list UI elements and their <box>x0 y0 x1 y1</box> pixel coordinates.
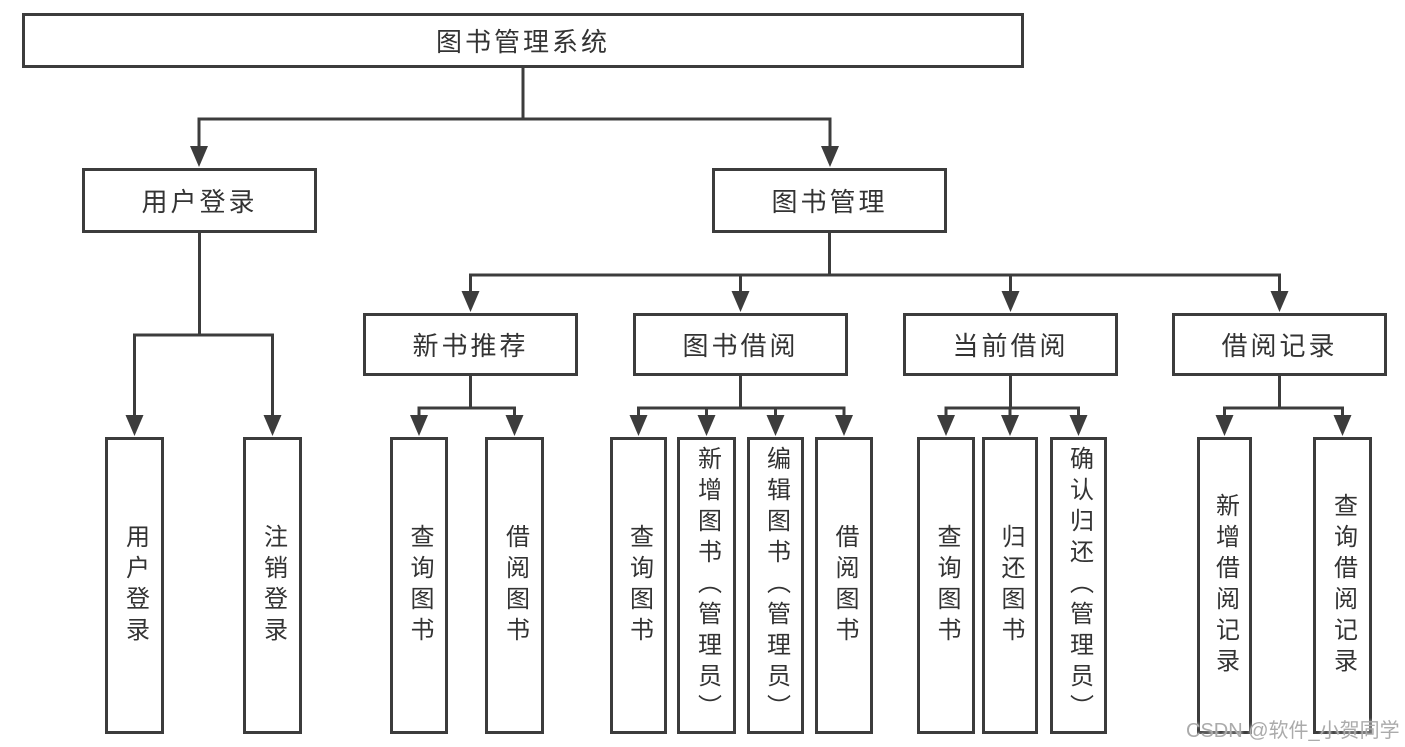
arrowhead-down-icon <box>766 415 785 436</box>
node-user-login-label: 用户登录 <box>141 187 258 217</box>
leaf-query-book-recommend: 查询图书 <box>390 437 448 734</box>
leaf-return-book: 归还图书 <box>982 437 1038 734</box>
arrowhead-down-icon <box>937 415 955 436</box>
node-book-management: 图书管理 <box>712 168 947 233</box>
borrowing-children <box>629 374 853 436</box>
arrowhead-down-icon <box>410 415 428 436</box>
csdn-watermark: CSDN @软件_小贺同学 <box>1186 720 1400 742</box>
node-new-book-recommend: 新书推荐 <box>363 313 578 376</box>
arrowhead-down-icon <box>1215 415 1234 436</box>
records-children <box>1215 374 1352 436</box>
arrowhead-down-icon <box>1333 415 1352 436</box>
leaf-add-book-admin: 新增图书（管理员） <box>677 437 736 734</box>
node-root-label: 图书管理系统 <box>435 27 610 57</box>
arrowhead-down-icon <box>505 415 524 436</box>
node-root-system: 图书管理系统 <box>22 13 1024 68</box>
arrowhead-down-icon <box>1001 415 1019 436</box>
leaf-borrow-book-recommend: 借阅图书 <box>485 437 544 734</box>
leaf-add-borrow-record: 新增借阅记录 <box>1197 437 1252 734</box>
node-new-book-recommend-label: 新书推荐 <box>412 331 529 361</box>
arrowhead-down-icon <box>263 415 282 436</box>
leaf-logout: 注销登录 <box>243 437 302 734</box>
node-current-borrowing-label: 当前借阅 <box>952 331 1069 361</box>
leaf-borrow-book-borrowing: 借阅图书 <box>815 437 873 734</box>
arrowhead-down-icon <box>731 291 750 312</box>
arrowhead-down-icon <box>1069 415 1088 436</box>
arrowhead-down-icon <box>697 415 716 436</box>
recommend-children <box>410 374 524 436</box>
leaf-query-book-borrowing: 查询图书 <box>610 437 667 734</box>
arrowhead-down-icon <box>461 291 480 312</box>
arrowhead-down-icon <box>629 415 648 436</box>
leaf-query-borrow-record: 查询借阅记录 <box>1313 437 1372 734</box>
arrowhead-down-icon <box>1001 291 1020 312</box>
arrowhead-down-icon <box>835 415 853 436</box>
root-to-level2 <box>190 66 839 167</box>
book-mgmt-to-level3 <box>461 231 1289 312</box>
node-user-login: 用户登录 <box>82 168 317 233</box>
current-children <box>937 374 1088 436</box>
user-login-children <box>125 231 282 436</box>
leaf-user-login: 用户登录 <box>105 437 164 734</box>
node-book-borrowing: 图书借阅 <box>633 313 848 376</box>
leaf-query-book-current: 查询图书 <box>917 437 975 734</box>
node-borrowing-records: 借阅记录 <box>1172 313 1387 376</box>
arrowhead-down-icon <box>1270 291 1289 312</box>
node-book-borrowing-label: 图书借阅 <box>682 331 799 361</box>
arrowhead-down-icon <box>125 415 144 436</box>
node-borrowing-records-label: 借阅记录 <box>1221 331 1338 361</box>
arrowhead-down-icon <box>190 146 208 167</box>
arrowhead-down-icon <box>821 146 839 167</box>
node-current-borrowing: 当前借阅 <box>903 313 1118 376</box>
node-book-management-label: 图书管理 <box>771 187 888 217</box>
leaf-confirm-return-admin: 确认归还（管理员） <box>1050 437 1107 734</box>
leaf-edit-book-admin: 编辑图书（管理员） <box>747 437 804 734</box>
